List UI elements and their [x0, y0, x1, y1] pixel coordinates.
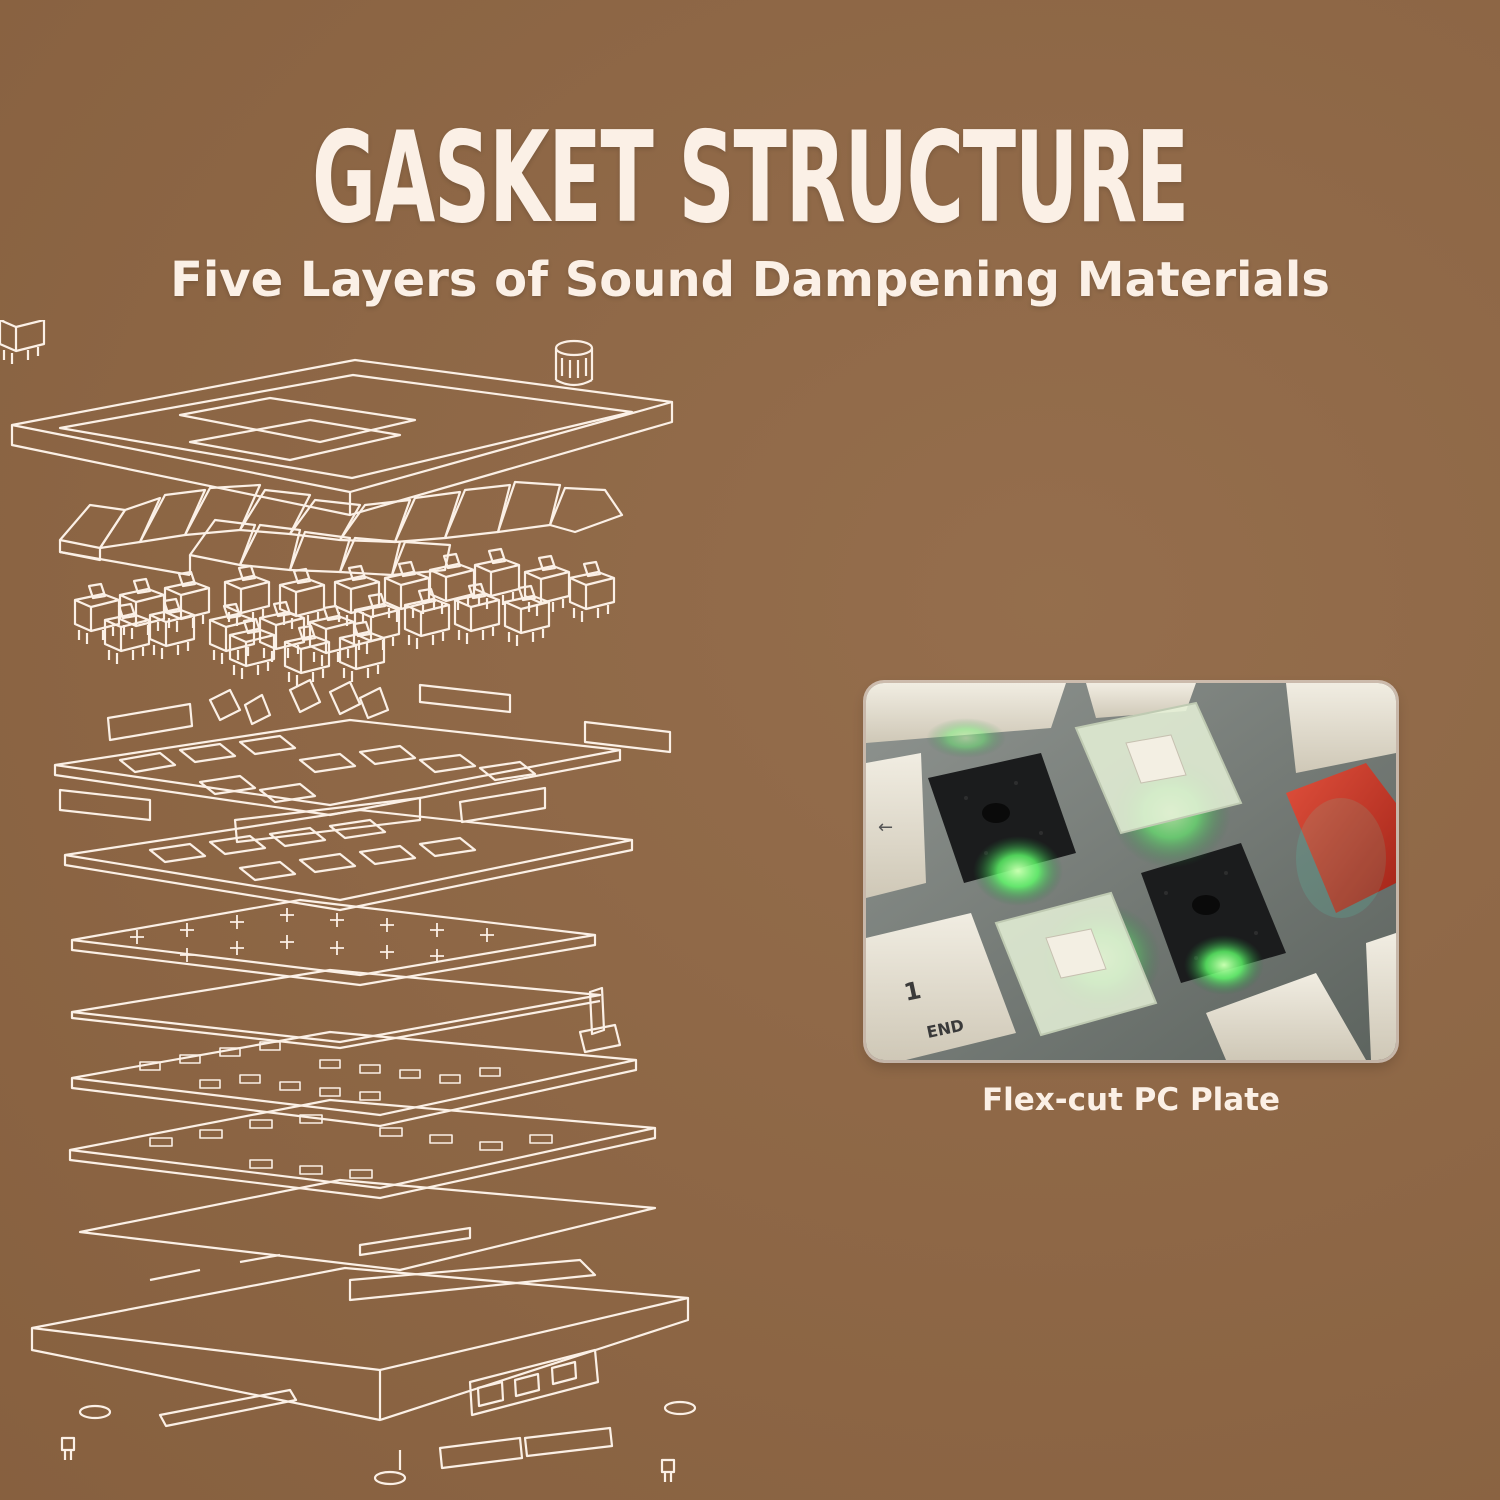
keycap-number: 1: [901, 976, 923, 1007]
page-subtitle: Five Layers of Sound Dampening Materials: [170, 252, 1330, 308]
keycaps-layer: [58, 480, 624, 577]
page-title: GASKET STRUCTURE: [311, 104, 1189, 251]
gasket-layer: [58, 786, 634, 912]
photo-caption: Flex-cut PC Plate: [981, 1082, 1281, 1118]
bottom-case-layer: [30, 1253, 697, 1486]
plate-layer: [53, 678, 672, 817]
switches-layer: [0, 320, 616, 688]
switch-pad-layer: [70, 898, 597, 987]
pcb-layer: [70, 986, 638, 1128]
svg-text:←: ←: [878, 817, 893, 838]
bottom-sheet-layer: [78, 1178, 657, 1272]
pcb-sheet-layer: [70, 968, 602, 1050]
bottom-foam-layer: [68, 1098, 657, 1200]
top-case-layer: [10, 339, 674, 517]
flex-cut-plate-photo: ← 1 END: [866, 683, 1396, 1060]
exploded-keyboard-diagram: [0, 320, 697, 1486]
